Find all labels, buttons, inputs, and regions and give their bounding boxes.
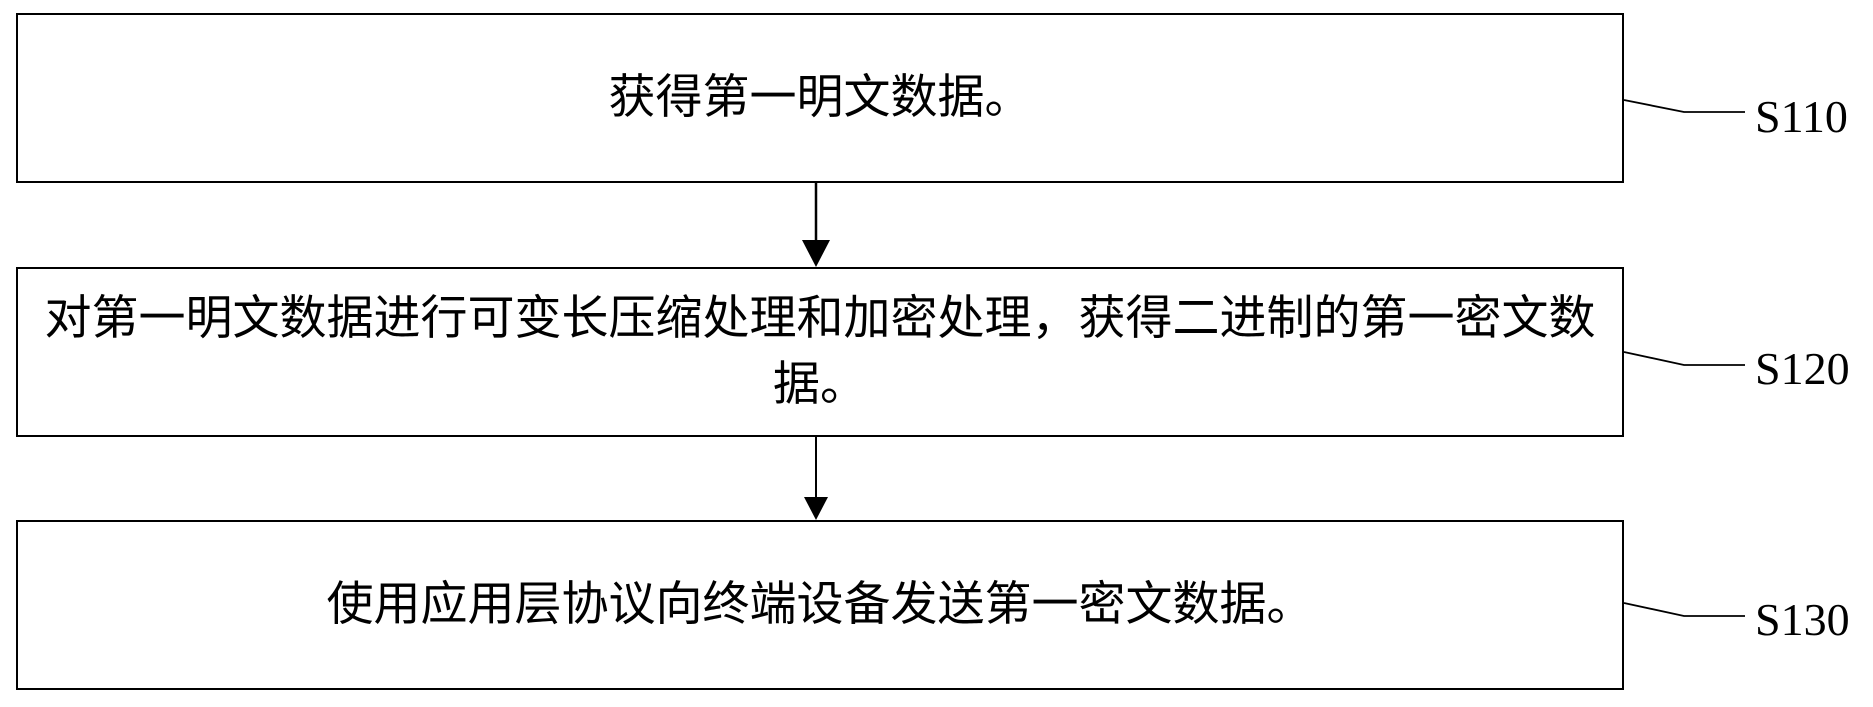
step-box-s120: 对第一明文数据进行可变长压缩处理和加密处理，获得二进制的第一密文数据。 bbox=[16, 267, 1624, 437]
flow-arrowhead-1 bbox=[802, 240, 830, 267]
step-text-s130: 使用应用层协议向终端设备发送第一密文数据。 bbox=[326, 577, 1314, 632]
label-leader-s110 bbox=[1623, 99, 1745, 113]
step-label-s110: S110 bbox=[1755, 91, 1848, 142]
label-leader-s130 bbox=[1623, 602, 1745, 617]
step-label-s130: S130 bbox=[1755, 594, 1850, 645]
step-text-s110: 获得第一明文数据。 bbox=[608, 70, 1032, 125]
step-box-s110: 获得第一明文数据。 bbox=[16, 13, 1624, 183]
flow-arrowhead-2 bbox=[804, 497, 828, 520]
step-text-s120: 对第一明文数据进行可变长压缩处理和加密处理，获得二进制的第一密文数据。 bbox=[44, 291, 1596, 412]
step-label-s120: S120 bbox=[1755, 343, 1850, 394]
step-box-s130: 使用应用层协议向终端设备发送第一密文数据。 bbox=[16, 520, 1624, 690]
label-leader-s120 bbox=[1623, 351, 1745, 366]
